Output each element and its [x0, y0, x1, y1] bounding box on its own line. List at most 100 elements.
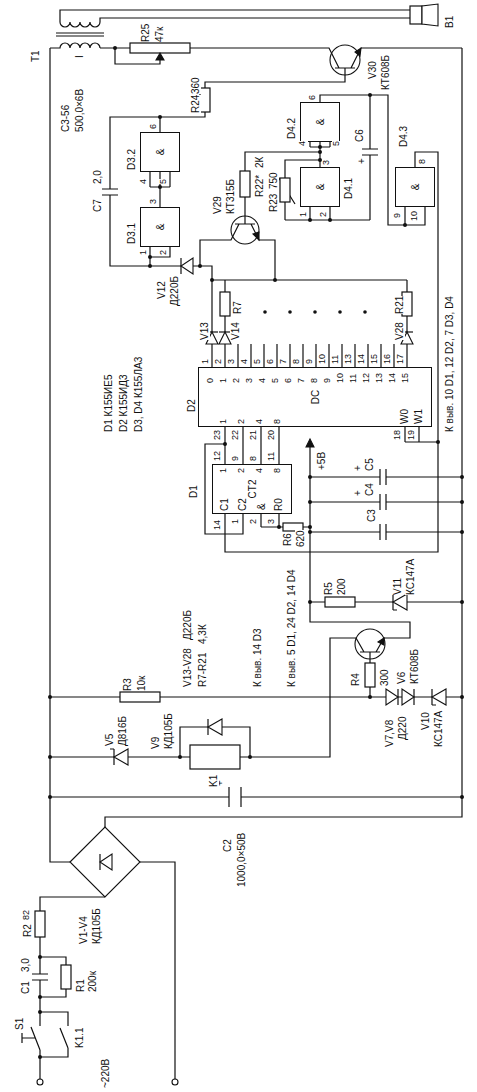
pin-number: 6 [308, 95, 318, 100]
part-label: ~220В [100, 1059, 111, 1088]
pin-wire [328, 344, 329, 367]
part-label: V11 [392, 578, 403, 595]
pin-number: 4 [240, 359, 250, 364]
part-label: К выв. 14 D3 [252, 628, 263, 687]
part-label: Д816Б [117, 716, 128, 746]
pin-number: 19 [407, 430, 417, 440]
pin-wire [380, 344, 381, 367]
component-symbol [413, 689, 414, 705]
part-label: 1000,0×50В [236, 833, 247, 887]
junction-dot [313, 310, 317, 314]
pin-number: 15 [370, 354, 380, 364]
junction-dot [48, 695, 52, 699]
junction-dot [148, 264, 152, 268]
component-symbol [61, 965, 71, 989]
pin-number: 1 [219, 378, 229, 383]
pin-number: 2 [237, 419, 247, 424]
junction-dot [198, 264, 202, 268]
pin-wire [406, 344, 407, 367]
wire [310, 469, 462, 540]
junction-dot [460, 695, 464, 699]
junction-dot [263, 310, 267, 314]
part-label: C2 [237, 498, 248, 511]
pin-number: 750 [268, 172, 279, 189]
component-symbol [181, 258, 193, 274]
pin-number: 620 [295, 530, 306, 547]
junction-dot [308, 500, 312, 504]
component-symbol [180, 258, 181, 274]
part-label: R4 [350, 673, 361, 686]
component-symbol [207, 719, 208, 735]
junction-dot [308, 218, 312, 222]
part-label: V9 [150, 737, 161, 749]
pin-wire [289, 344, 290, 367]
part-label: R2 [22, 924, 33, 937]
part-label: V12 [156, 281, 167, 299]
pin-number: 2 [159, 250, 169, 255]
pin-number: 11 [331, 355, 341, 364]
pin-wire [211, 344, 212, 367]
pin-wire [341, 344, 342, 367]
pin-number: 5 [253, 359, 263, 364]
gate-body: & [140, 207, 180, 247]
part-label: R25 [140, 24, 151, 42]
junction-dot [460, 500, 464, 504]
part-label: D4.1 [343, 178, 354, 199]
part-label: Д220 [397, 717, 408, 740]
pin-number: 7 [279, 359, 289, 364]
junction-dot [248, 755, 252, 759]
pin-number: 9 [305, 359, 315, 364]
pin-wire [224, 344, 225, 367]
pin-number: 11 [267, 452, 277, 461]
pin-number: 8 [273, 468, 283, 473]
component-symbol [410, 6, 422, 24]
part-label: C7 [92, 199, 103, 212]
pin-number: 8 [249, 456, 259, 461]
component-symbol [365, 663, 375, 687]
part-label: K1.1 [74, 1027, 85, 1048]
wire [102, 117, 407, 332]
part-label: R22* [254, 175, 265, 197]
pin-number: 1 [201, 359, 211, 364]
chip-label: CT2 [247, 480, 258, 499]
part-label: Д220Б [182, 610, 193, 640]
part-label: + [352, 490, 363, 496]
part-label: V29 [212, 196, 223, 214]
part-label: R6 [282, 533, 293, 546]
pin-number: 20 [267, 430, 277, 440]
pin-number: 12 [213, 451, 223, 461]
pin-number: 1 [219, 468, 229, 473]
component-symbol [35, 4, 446, 989]
pin-number: 7 [297, 378, 307, 383]
pin-number: 16 [383, 354, 393, 364]
junction-dot [403, 223, 407, 227]
part-label: + [352, 465, 363, 471]
part-label: C5 [364, 458, 375, 471]
wire [22, 10, 462, 1082]
component-symbol [422, 4, 438, 26]
component-symbol [70, 827, 140, 897]
component-symbol [35, 911, 45, 937]
junction-dot [436, 440, 440, 444]
part-label: R24 [190, 95, 201, 113]
pin-number: 6 [149, 124, 159, 129]
wire [50, 447, 462, 757]
part-label: КТ608Б [409, 649, 420, 684]
part-label: Д220Б [169, 276, 180, 306]
junction-dot [38, 1010, 42, 1014]
junction-dot [338, 310, 342, 314]
pin-number: 10 [318, 354, 328, 364]
chip-label: & [315, 119, 326, 126]
component-symbol [355, 48, 361, 56]
pin-number: 13 [375, 373, 385, 383]
junction-dot [158, 115, 162, 119]
pin-number: 6 [284, 378, 294, 383]
pin-wire [237, 344, 238, 367]
component-symbol [393, 594, 407, 610]
part-label: КС147А [433, 711, 444, 747]
pin-number: 2 [214, 359, 224, 364]
component-symbol [110, 749, 114, 765]
pin-number: 12 [362, 373, 372, 383]
junction-dot [460, 530, 464, 534]
